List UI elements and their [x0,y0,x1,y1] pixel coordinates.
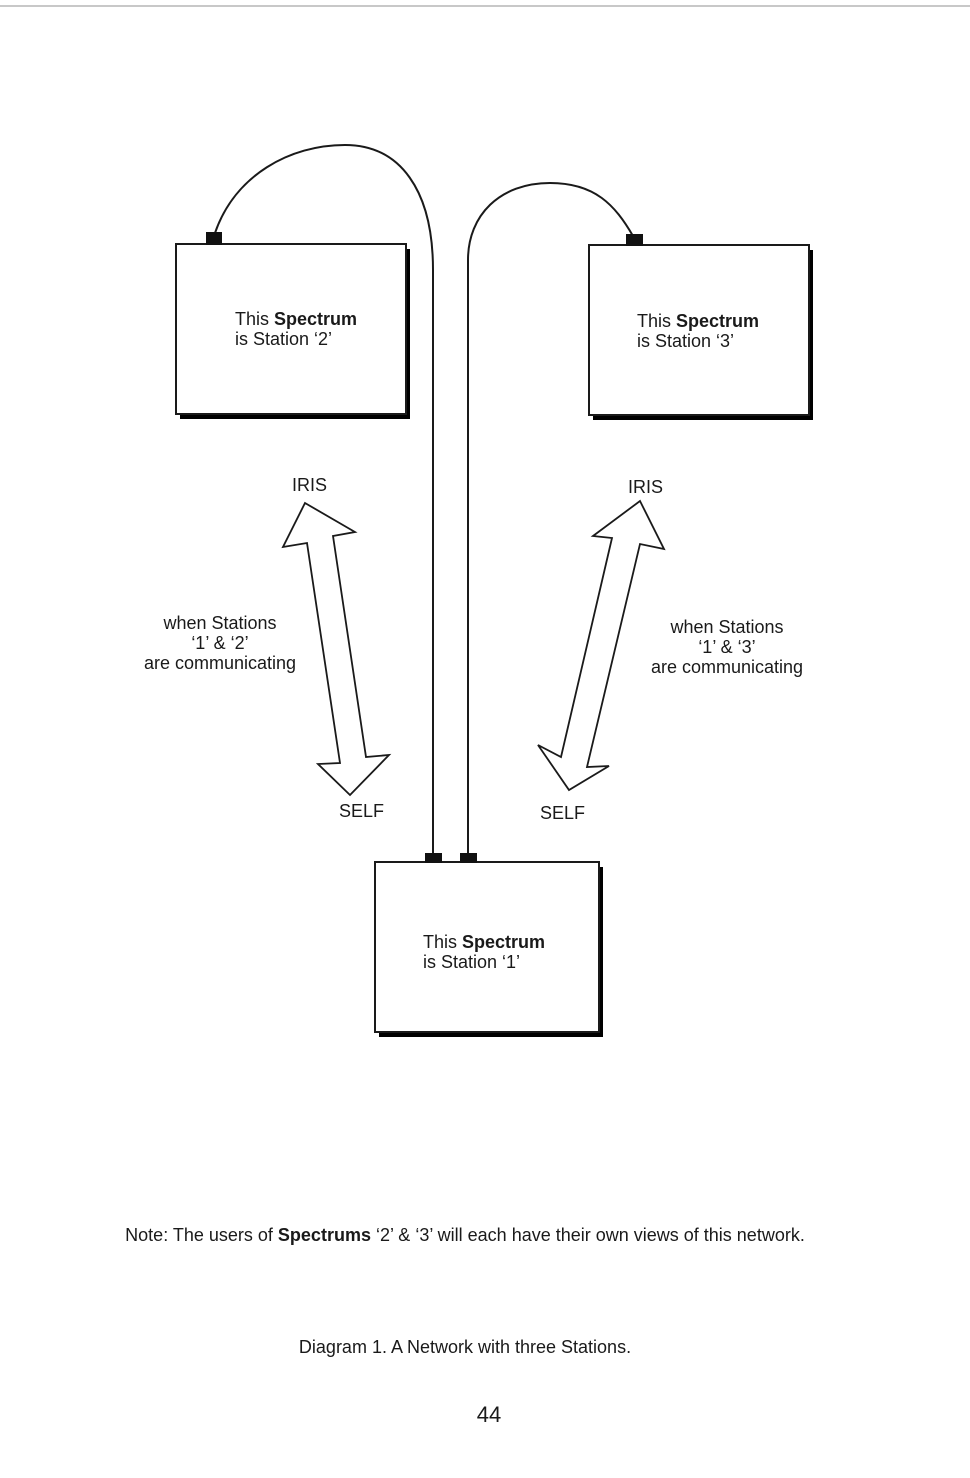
network-note: Note: The users of Spectrums ‘2’ & ‘3’ w… [125,1225,805,1245]
right-condition-text: when Stations ‘1’ & ‘3’ are communicatin… [650,617,804,677]
station-3-port [626,234,643,246]
station-1-label: This Spectrum is Station ‘1’ [423,932,546,972]
top-rule [0,5,970,7]
station-2-box [175,232,410,419]
right-iris-label: IRIS [628,477,664,497]
station-1-port-b [460,853,477,863]
diagram-caption: Diagram 1. A Network with three Stations… [298,1337,632,1357]
station-3-box [588,234,813,420]
station-3-label: This Spectrum is Station ‘3’ [637,311,760,351]
left-iris-label: IRIS [292,475,328,495]
station-2-port [206,232,222,245]
left-self-label: SELF [339,801,385,821]
left-condition-text: when Stations ‘1’ & ‘2’ are communicatin… [143,613,297,673]
right-self-label: SELF [540,803,586,823]
station-2-label: This Spectrum is Station ‘2’ [235,309,358,349]
cable-station1-to-station3 [467,181,634,855]
left-double-arrow [281,501,392,797]
station-1-port-a [425,853,442,863]
station-1-box [374,853,603,1037]
cable-station1-to-station2 [214,143,434,855]
right-double-arrow [537,499,666,792]
page-number: 44 [476,1402,502,1427]
